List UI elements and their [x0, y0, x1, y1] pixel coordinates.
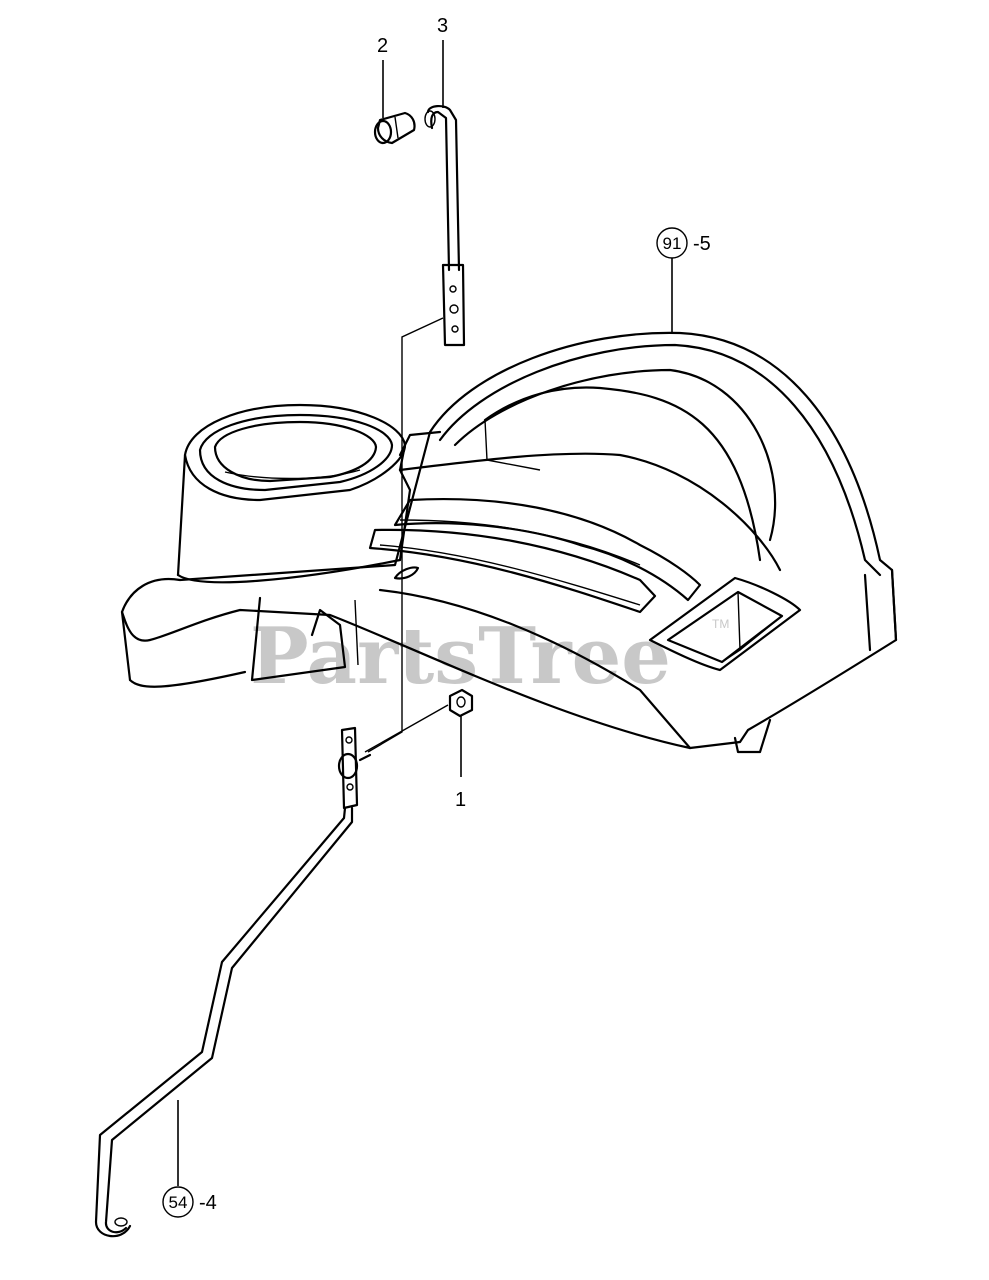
part-2-knob	[373, 111, 416, 145]
callout-1: 1	[455, 716, 466, 811]
watermark-text: PartsTree	[250, 611, 671, 702]
watermark: PartsTree TM	[250, 611, 729, 702]
callout-3-label: 3	[437, 15, 448, 37]
part-3-rod	[424, 105, 466, 347]
callout-1-label: 1	[455, 789, 466, 811]
callout-4-suffix: -4	[199, 1192, 217, 1214]
callout-2: 2	[377, 35, 388, 118]
console-housing	[120, 331, 898, 754]
part-4-rod	[94, 726, 372, 1238]
part-1-nut	[364, 688, 474, 753]
callout-2-label: 2	[377, 35, 388, 57]
callout-5-ref: 91	[663, 234, 682, 253]
callout-4: 54 -4	[162, 1100, 217, 1218]
callout-3: 3	[437, 15, 448, 108]
callout-5-suffix: -5	[693, 233, 711, 255]
callout-5: 91 -5	[656, 227, 711, 333]
assembly-line	[367, 317, 444, 753]
watermark-trademark: TM	[712, 617, 729, 631]
callout-4-ref: 54	[169, 1193, 188, 1212]
